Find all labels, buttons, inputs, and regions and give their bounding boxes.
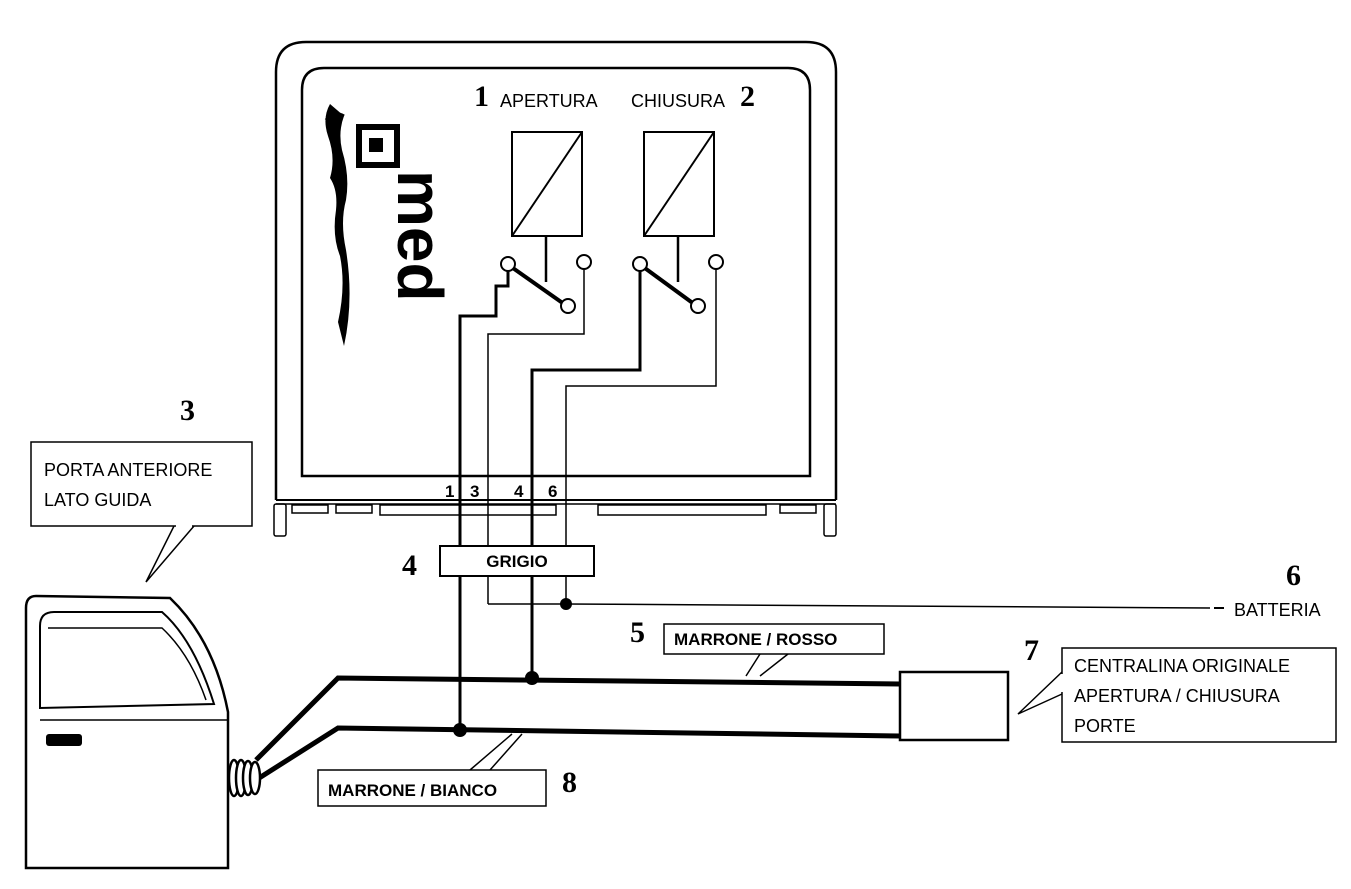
vehicle-harness — [254, 671, 901, 783]
door-handle — [46, 734, 82, 746]
relay1-contact-nc — [500, 256, 516, 272]
relay1-label: APERTURA — [500, 91, 598, 111]
relay2-switch — [632, 254, 724, 314]
central-unit-number: 7 — [1024, 634, 1039, 667]
relay2-number: 2 — [740, 80, 755, 113]
door-label-line1: PORTA ANTERIORE — [44, 460, 212, 480]
relay1-switch — [500, 254, 592, 314]
marrone-bianco-number: 8 — [562, 766, 577, 799]
central-unit-line3: PORTE — [1074, 716, 1136, 736]
relay1-contact-no — [576, 254, 592, 270]
grigio-connector: GRIGIO — [439, 545, 595, 577]
pin-1-label: 1 — [445, 482, 454, 501]
marrone-rosso-splice — [525, 671, 539, 685]
relay2-contact-nc — [632, 256, 648, 272]
central-unit-line2: APERTURA / CHIUSURA — [1074, 686, 1280, 706]
battery-number: 6 — [1286, 559, 1301, 592]
relay2-coil — [643, 131, 715, 282]
central-unit-box — [898, 670, 1010, 742]
marrone-rosso-callout: MARRONE / ROSSO — [663, 623, 885, 677]
grigio-label: GRIGIO — [486, 552, 547, 571]
relay1-number: 1 — [474, 80, 489, 113]
pin-6-label: 6 — [548, 482, 557, 501]
battery-label: BATTERIA — [1234, 600, 1321, 620]
logo-text: med — [384, 170, 456, 302]
wire-grommet — [227, 758, 262, 798]
external-wiring — [458, 500, 1224, 730]
door-number: 3 — [180, 394, 195, 427]
med-logo: med — [324, 104, 456, 346]
pin-4-label: 4 — [514, 482, 524, 501]
relay1-coil — [511, 131, 583, 282]
relay1-contact-common — [560, 298, 576, 314]
door-label-line2: LATO GUIDA — [44, 490, 151, 510]
relay2-contact-no — [708, 254, 724, 270]
relay2-contact-common — [690, 298, 706, 314]
door-illustration — [24, 594, 262, 870]
marrone-rosso-label: MARRONE / ROSSO — [674, 630, 837, 649]
marrone-bianco-splice — [453, 723, 467, 737]
battery-junction — [560, 598, 572, 610]
central-unit-callout: CENTRALINA ORIGINALE APERTURA / CHIUSURA… — [1017, 647, 1337, 743]
marrone-rosso-number: 5 — [630, 616, 645, 649]
marrone-bianco-label: MARRONE / BIANCO — [328, 781, 497, 800]
marrone-bianco-callout: MARRONE / BIANCO — [317, 733, 547, 807]
module-housing — [273, 40, 838, 537]
internal-wiring — [458, 269, 717, 500]
relay2-label: CHIUSURA — [631, 91, 725, 111]
door-callout: PORTA ANTERIORE LATO GUIDA — [30, 441, 253, 583]
pin-3-label: 3 — [470, 482, 479, 501]
central-unit-line1: CENTRALINA ORIGINALE — [1074, 656, 1290, 676]
connector-number: 4 — [402, 549, 417, 582]
